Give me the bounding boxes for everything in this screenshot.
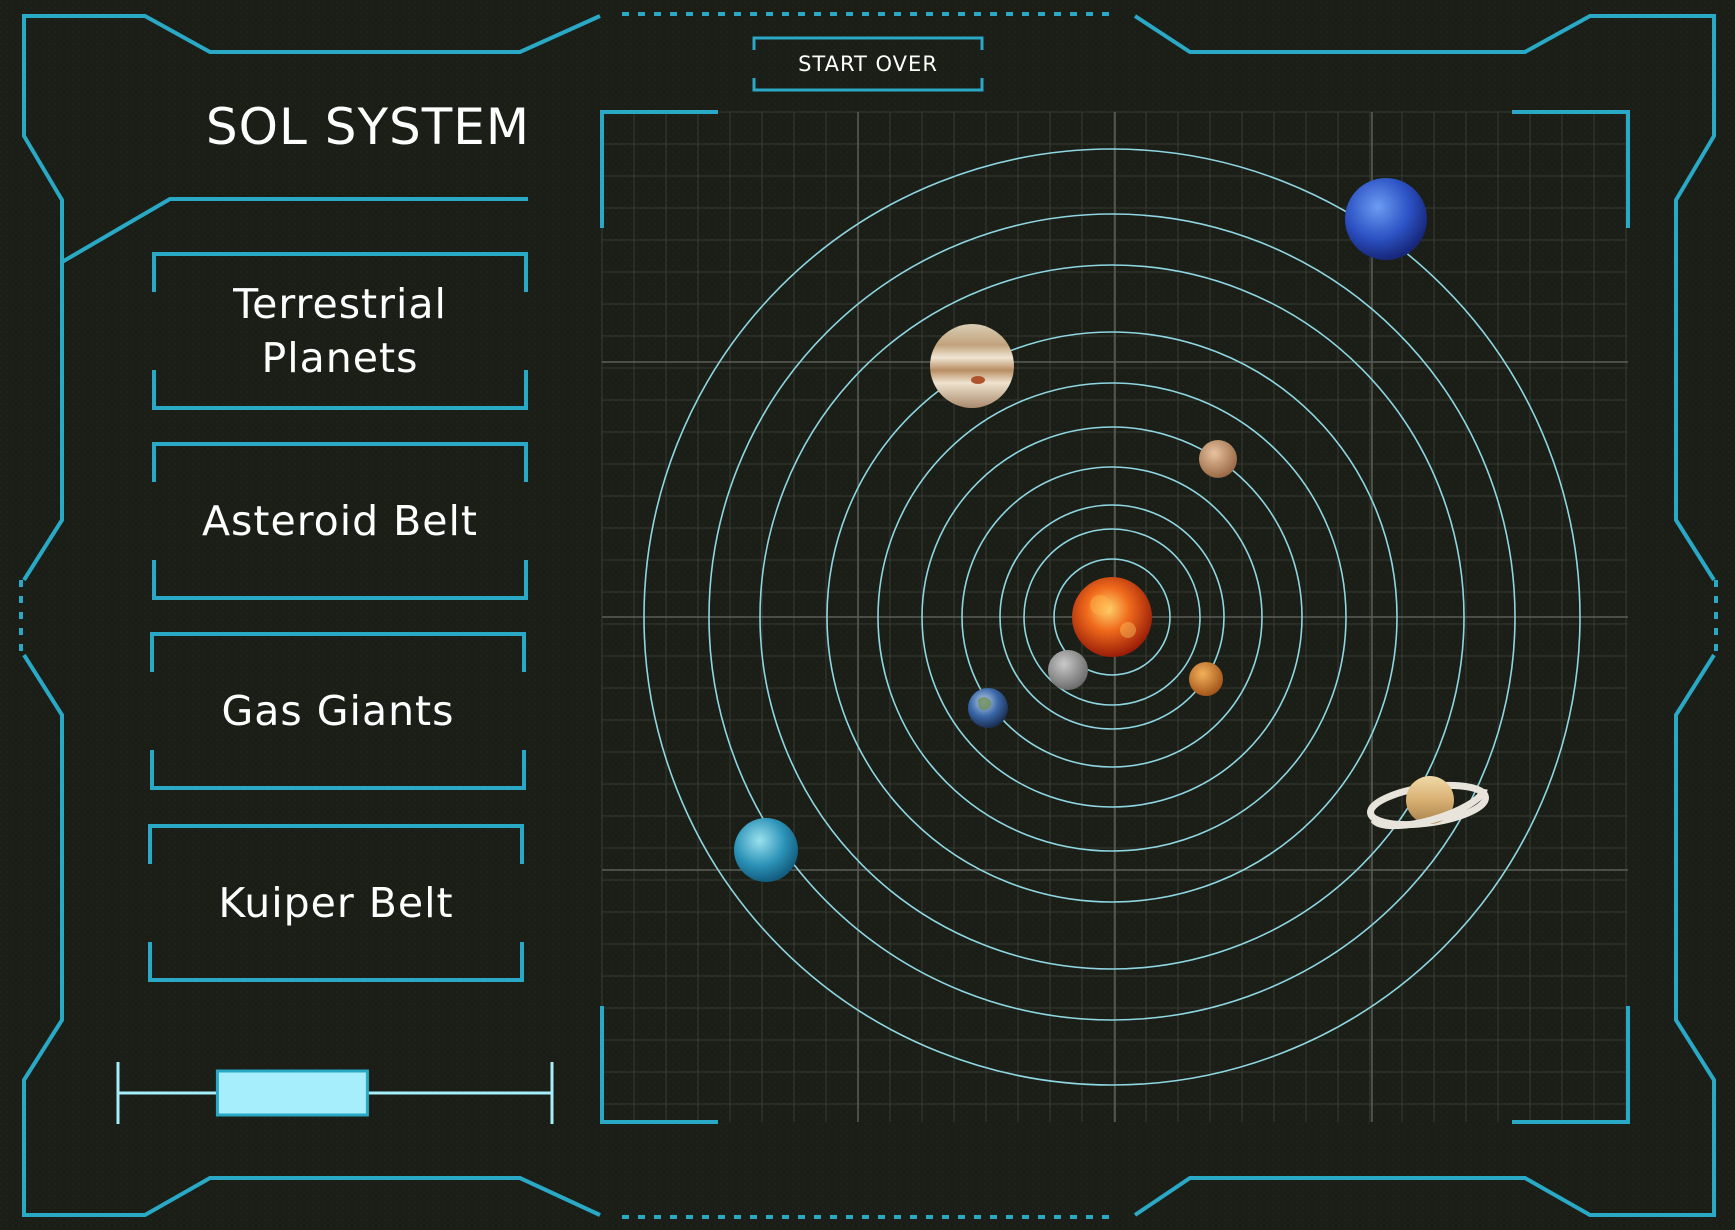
venus-icon[interactable] xyxy=(1189,662,1223,696)
start-over-button[interactable]: START OVER xyxy=(752,36,984,92)
menu-button-label: Asteroid Belt xyxy=(201,497,479,545)
earth-icon[interactable] xyxy=(968,688,1008,728)
neptune-icon[interactable] xyxy=(1345,178,1427,260)
menu-button-frame xyxy=(152,442,528,600)
mars-icon[interactable] xyxy=(1199,440,1237,478)
menu-button-kuiper-belt[interactable]: Kuiper Belt xyxy=(148,824,524,982)
menu-button-frame xyxy=(152,252,528,410)
menu-button-frame xyxy=(150,632,526,790)
menu-button-terrestrial-planets[interactable]: Terrestrial Planets xyxy=(152,252,528,410)
sun-icon[interactable] xyxy=(1072,577,1152,657)
orbit-rings xyxy=(643,148,1581,1086)
menu-button-label: Terrestrial Planets xyxy=(233,280,447,382)
menu-button-label: Kuiper Belt xyxy=(218,879,454,927)
zoom-slider[interactable] xyxy=(114,1060,556,1126)
menu-button-gas-giants[interactable]: Gas Giants xyxy=(150,632,526,790)
map-corner-brackets xyxy=(600,110,1630,1124)
slider-thumb[interactable] xyxy=(215,1069,369,1117)
menu-button-label: Gas Giants xyxy=(221,687,455,735)
mercury-icon[interactable] xyxy=(1048,650,1088,690)
menu-button-frame xyxy=(148,824,524,982)
page-title: SOL SYSTEM xyxy=(205,98,530,156)
uranus-icon[interactable] xyxy=(734,818,798,882)
saturn-icon[interactable] xyxy=(1367,776,1489,831)
jupiter-icon[interactable] xyxy=(930,324,1014,408)
start-over-frame xyxy=(752,36,984,92)
slider-track xyxy=(116,1062,554,1124)
menu-button-asteroid-belt[interactable]: Asteroid Belt xyxy=(152,442,528,600)
start-over-label: START OVER xyxy=(798,52,938,76)
